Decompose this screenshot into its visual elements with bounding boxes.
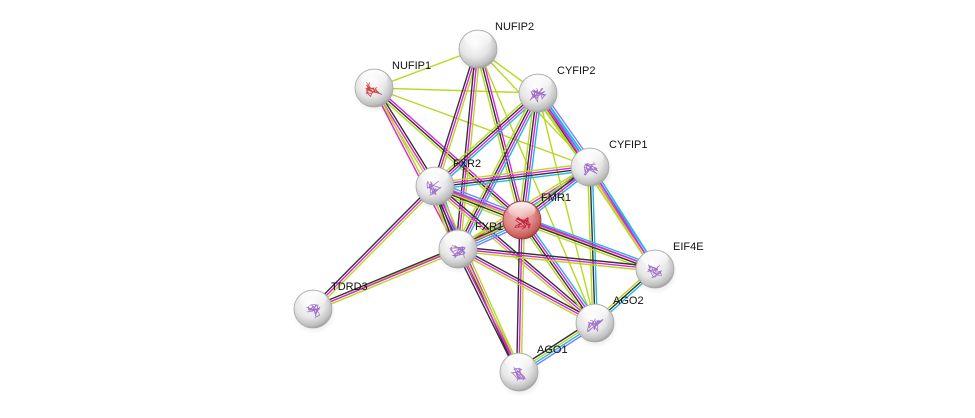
node-fmr1[interactable]: FMR1	[501, 192, 571, 245]
edge-line-experiments	[312, 185, 436, 310]
edge-line-textmining	[454, 91, 536, 248]
sphere-highlight	[508, 202, 536, 219]
edge-line-experiments	[457, 248, 656, 270]
node-label: FXR1	[475, 221, 503, 233]
node-label: AGO1	[537, 344, 568, 356]
sphere-highlight	[464, 31, 492, 48]
sphere-highlight	[524, 75, 552, 92]
sphere-highlight	[641, 251, 669, 268]
edge-line-databases	[460, 94, 542, 251]
edge-line-coexpression	[516, 219, 521, 372]
node-label: CYFIP1	[609, 139, 648, 151]
edge-fxr2-tdrd3[interactable]	[310, 183, 438, 312]
node-label: TDRD3	[331, 281, 368, 293]
node-label: FMR1	[541, 192, 571, 204]
node-label: CYFIP2	[557, 65, 596, 77]
sphere-highlight	[576, 149, 604, 166]
edge-line-textmining	[475, 49, 521, 221]
edge-line-experiments	[458, 93, 540, 250]
edge-fxr1-tdrd3[interactable]	[311, 246, 460, 312]
edge-fxr1-ago2[interactable]	[456, 246, 597, 326]
edge-line-experiments	[518, 219, 523, 373]
protein-structure-icon	[529, 87, 547, 103]
edge-nufip1-cyfip2[interactable]	[373, 87, 539, 94]
edge-line-coexpression	[458, 246, 597, 322]
edge-line-coexpression	[311, 246, 458, 308]
edge-cyfip2-ago2[interactable]	[537, 92, 596, 324]
edge-line-experiments	[312, 248, 459, 310]
edge-line-experiments	[479, 48, 525, 220]
edge-fxr2-ago1[interactable]	[432, 184, 522, 374]
edge-line-coexpression	[477, 48, 523, 221]
edge-line-textmining	[537, 92, 596, 324]
protein-structure-icon	[514, 216, 531, 230]
node-label: AGO2	[613, 295, 644, 307]
sphere-highlight	[505, 354, 533, 371]
edge-line-experiments	[434, 165, 590, 186]
node-label: NUFIP1	[392, 60, 431, 72]
edge-line-coexpression	[435, 167, 591, 188]
edge-line-databases	[435, 169, 591, 191]
edge-line-textmining	[456, 250, 595, 326]
node-ago2[interactable]: AGO2	[574, 295, 644, 348]
edge-line-experiments	[375, 85, 524, 219]
edge-cyfip2-fxr1[interactable]	[454, 91, 542, 251]
edge-line-textmining	[520, 220, 525, 373]
node-eif4e[interactable]: EIF4E	[634, 241, 704, 294]
edge-line-coexpression	[433, 91, 538, 186]
edge-line-coexpression	[432, 186, 518, 374]
node-ago1[interactable]: AGO1	[498, 344, 568, 397]
edge-line-textmining	[436, 184, 522, 372]
edge-line-coexpression	[455, 48, 477, 249]
node-label: EIF4E	[673, 241, 704, 253]
edge-fmr1-ago1[interactable]	[516, 219, 525, 373]
sphere-highlight	[360, 70, 388, 87]
edge-line-textmining	[434, 162, 590, 184]
edge-fxr1-eif4e[interactable]	[457, 246, 656, 272]
edge-line-textmining	[373, 87, 539, 94]
node-fxr2[interactable]: FXR2	[414, 158, 481, 211]
node-tdrd3[interactable]: TDRD3	[292, 281, 368, 334]
node-nufip1[interactable]: NUFIP1	[353, 60, 431, 113]
sphere-highlight	[444, 231, 472, 248]
node-nufip2[interactable]: NUFIP2	[457, 21, 534, 74]
node-label: NUFIP2	[495, 21, 534, 33]
edge-line-textmining	[457, 250, 655, 272]
edge-line-databases	[522, 216, 657, 267]
edge-line-textmining	[313, 250, 460, 312]
edge-line-experiments	[457, 248, 596, 324]
edge-cyfip1-fxr2[interactable]	[434, 162, 591, 191]
edge-line-coexpression	[310, 183, 434, 308]
edge-line-experiments	[434, 185, 520, 373]
edge-nufip1-cyfip1[interactable]	[373, 87, 591, 168]
edge-nufip2-ago2[interactable]	[477, 48, 596, 324]
node-fxr1[interactable]: FXR1	[437, 221, 503, 274]
node-cyfip1[interactable]: CYFIP1	[569, 139, 648, 192]
node-cyfip2[interactable]: CYFIP2	[517, 65, 596, 118]
edge-line-textmining	[477, 48, 596, 324]
node-label: FXR2	[453, 158, 481, 170]
edge-line-experiments	[457, 48, 479, 250]
edge-line-coexpression	[458, 246, 656, 268]
sphere-highlight	[421, 168, 449, 185]
sphere-highlight	[581, 305, 609, 322]
edge-line-textmining	[314, 187, 438, 312]
edge-nufip2-fmr1[interactable]	[475, 48, 525, 221]
edge-line-textmining	[373, 87, 591, 168]
edge-nufip1-fxr1[interactable]	[372, 87, 460, 250]
edge-line-textmining	[432, 89, 537, 184]
edge-line-coexpression	[456, 92, 538, 249]
sphere-highlight	[299, 291, 327, 308]
